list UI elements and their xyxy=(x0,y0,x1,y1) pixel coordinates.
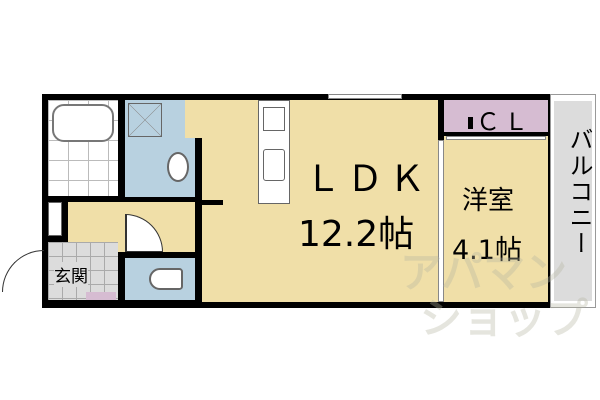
window xyxy=(328,94,402,99)
western-room-size: 4.1帖 xyxy=(452,235,522,266)
balcony: バルコニー xyxy=(550,94,596,308)
entrance-label: 玄関 xyxy=(54,262,88,287)
shoe-box xyxy=(86,292,116,300)
toilet-icon xyxy=(149,268,183,290)
closet-label: ＣＬ xyxy=(476,108,532,136)
ldk-label: ＬＤＫ xyxy=(305,159,432,200)
closet xyxy=(444,100,548,132)
balcony-label: バルコニー xyxy=(565,127,593,257)
bathroom xyxy=(48,100,118,196)
entrance-door-icon xyxy=(2,250,44,292)
watermark-logo: アパマン ショップ xyxy=(400,248,589,343)
kitchen-sink-icon xyxy=(263,149,285,181)
toilet-room xyxy=(125,258,195,300)
washer-space-icon xyxy=(128,103,162,137)
kitchen-counter xyxy=(258,100,290,204)
stove-icon xyxy=(263,107,285,131)
western-room-label: 洋室 xyxy=(462,186,515,216)
ldk-room-main xyxy=(202,130,438,302)
western-room xyxy=(444,136,548,302)
bathtub-icon xyxy=(52,104,114,142)
ldk-size: 12.2帖 xyxy=(298,214,415,255)
storage xyxy=(48,202,62,236)
washroom xyxy=(125,100,195,197)
sink-icon xyxy=(167,152,189,182)
